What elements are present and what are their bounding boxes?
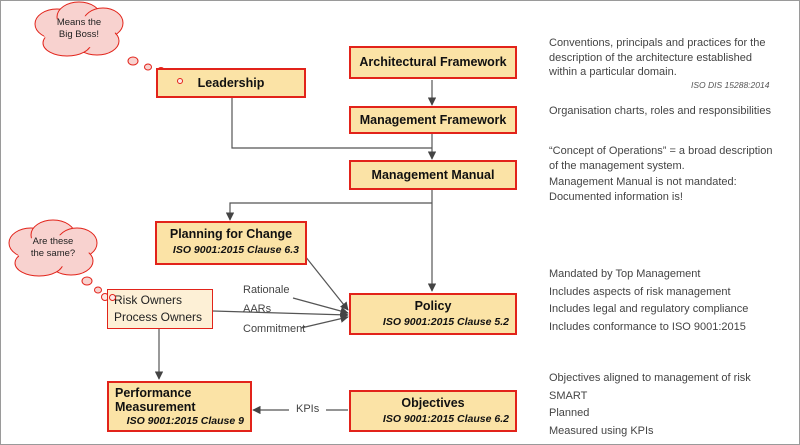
- objectives-box[interactable]: Objectives ISO 9001:2015 Clause 6.2: [349, 390, 517, 432]
- objectives-title: Objectives: [401, 396, 465, 410]
- note-concept-of-operations: “Concept of Operations” = a broad descri…: [549, 144, 773, 173]
- note-policy: Mandated by Top Management Includes aspe…: [549, 266, 748, 336]
- owners-box[interactable]: Risk Owners Process Owners: [107, 289, 213, 329]
- note-objectives-item: SMART: [549, 389, 588, 402]
- edge-aars: [212, 310, 349, 319]
- cloud-boss-line1: Means the: [56, 17, 102, 28]
- cloud-boss-text: Means the Big Boss!: [43, 17, 115, 41]
- management-manual-title: Management Manual: [371, 168, 495, 182]
- performance-title-2: Measurement: [115, 400, 196, 414]
- note-manual-line1: Management Manual is not mandated:: [549, 176, 737, 188]
- architectural-framework-box[interactable]: Architectural Framework: [349, 46, 517, 79]
- edge-label-commitment: Commitment: [243, 323, 306, 335]
- note-policy-item: Includes aspects of risk management: [549, 285, 731, 298]
- objectives-clause: ISO 9001:2015 Clause 6.2: [382, 413, 509, 425]
- owners-connector-dot: [109, 294, 116, 301]
- policy-title: Policy: [414, 299, 452, 313]
- note-policy-item: Mandated by Top Management: [549, 268, 701, 280]
- performance-clause: ISO 9001:2015 Clause 9: [126, 415, 244, 427]
- note-policy-item: Includes legal and regulatory compliance: [549, 303, 749, 315]
- edge-label-rationale: Rationale: [243, 284, 290, 296]
- thought-cloud-boss: [34, 1, 165, 75]
- leadership-connector-dot: [177, 78, 183, 84]
- edge-label-aars: AARs: [243, 303, 272, 315]
- cloud-same-line1: Are these: [32, 236, 74, 247]
- note-objectives: Objectives aligned to management of risk…: [549, 370, 751, 440]
- note-management-framework: Organisation charts, roles and responsib…: [549, 105, 771, 117]
- edge-rationale: [292, 297, 349, 316]
- risk-owners-label: Risk Owners: [114, 293, 183, 307]
- management-manual-box[interactable]: Management Manual: [349, 160, 517, 190]
- note-objectives-item: Measured using KPIs: [549, 424, 654, 437]
- planning-for-change-box[interactable]: Planning for Change ISO 9001:2015 Clause…: [155, 221, 307, 265]
- edge-leadership-to-manual: [231, 97, 432, 149]
- note-policy-item: Includes conformance to ISO 9001:2015: [549, 320, 746, 333]
- process-owners-label: Process Owners: [114, 310, 203, 324]
- planning-title: Planning for Change: [169, 227, 293, 241]
- performance-title-1: Performance: [115, 386, 192, 400]
- architectural-framework-title: Architectural Framework: [359, 55, 507, 69]
- thought-cloud-same: [8, 219, 109, 301]
- edge-manual-to-planning: [225, 202, 432, 221]
- planning-clause: ISO 9001:2015 Clause 6.3: [172, 244, 299, 256]
- policy-clause: ISO 9001:2015 Clause 5.2: [382, 316, 509, 328]
- note-architecture-line3: within a particular domain.: [549, 66, 677, 78]
- note-architecture-line1: Conventions, principals and practices fo…: [549, 37, 766, 49]
- edge-planning-to-policy: [300, 250, 349, 311]
- cloud-boss-line2: Big Boss!: [58, 29, 100, 40]
- cloud-same-line2: the same?: [30, 248, 76, 259]
- management-framework-title: Management Framework: [359, 113, 507, 127]
- management-framework-box[interactable]: Management Framework: [349, 106, 517, 134]
- note-objectives-item: Objectives aligned to management of risk: [549, 372, 751, 384]
- leadership-title: Leadership: [197, 76, 265, 90]
- note-concept-line2: of the management system.: [549, 159, 685, 172]
- edge-label-kpis: KPIs: [294, 403, 322, 415]
- note-architecture: Conventions, principals and practices fo…: [549, 36, 789, 80]
- policy-box[interactable]: Policy ISO 9001:2015 Clause 5.2: [349, 293, 517, 335]
- note-concept-line1: “Concept of Operations” = a broad descri…: [549, 145, 773, 157]
- performance-measurement-box[interactable]: Performance Measurement ISO 9001:2015 Cl…: [107, 381, 252, 432]
- edge-commitment: [300, 314, 349, 329]
- note-architecture-source: ISO DIS 15288:2014: [691, 80, 770, 90]
- note-architecture-line2: description of the architecture establis…: [549, 51, 753, 64]
- note-objectives-item: Planned: [549, 407, 590, 419]
- note-manual: Management Manual is not mandated: Docum…: [549, 175, 737, 204]
- note-manual-line2: Documented information is!: [549, 190, 683, 203]
- cloud-same-text: Are these the same?: [17, 236, 89, 260]
